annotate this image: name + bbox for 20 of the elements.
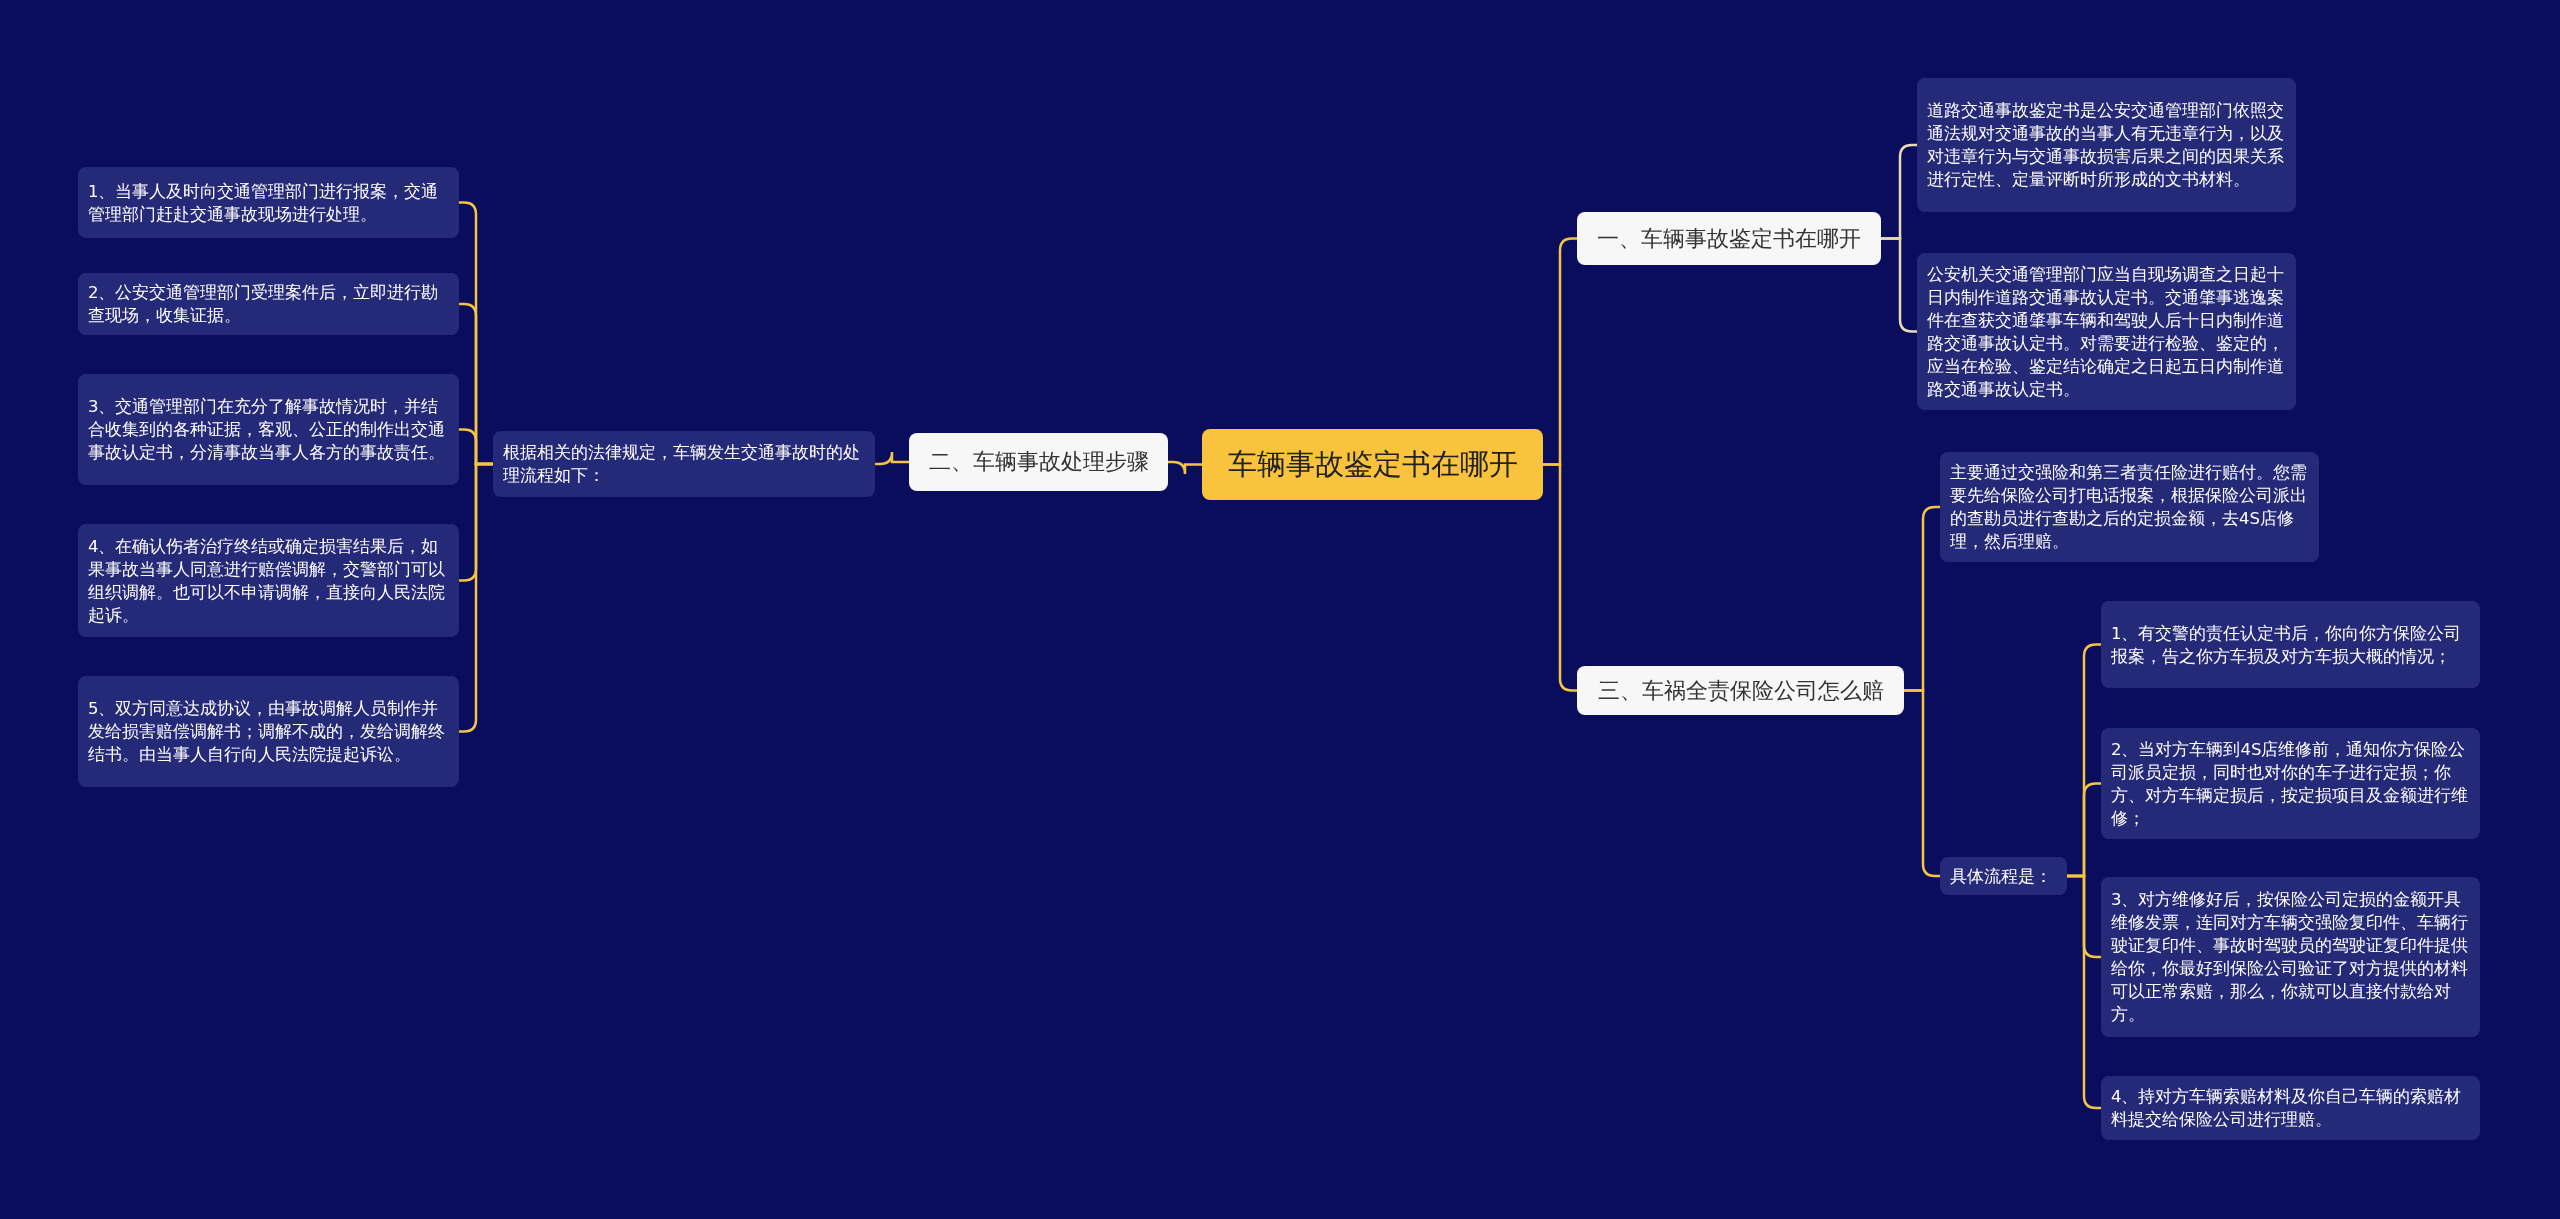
text-box: 1、当事人及时向交通管理部门进行报案，交通管理部门赶赴交通事故现场进行处理。 [78,167,459,238]
text-box: 根据相关的法律规定，车辆发生交通事故时的处理流程如下： [493,431,875,497]
text-box: 4、持对方车辆索赔材料及你自己车辆的索赔材料提交给保险公司进行理赔。 [2101,1076,2480,1140]
text-box: 3、对方维修好后，按保险公司定损的金额开具维修发票，连同对方车辆交强险复印件、车辆行驶证复印件、事故时驾驶员的驾驶证复印件提供给你，你最好到保险公司验证了对方提供的材料可以正常索赔，那么，你就可以直接付款给对方。 [2101,877,2480,1037]
text-box: 道路交通事故鉴定书是公安交通管理部门依照交通法规对交通事故的当事人有无违章行为，以及对违章行为与交通事故损害后果之间的因果关系进行定性、定量评断时所形成的文书材料。 [1917,78,2296,212]
text-box: 2、当对方车辆到4S店维修前，通知你方保险公司派员定损，同时也对你的车子进行定损；你方、对方车辆定损后，按定损项目及金额进行维修； [2101,728,2480,839]
connector-line [1168,460,1202,476]
text-box: 公安机关交通管理部门应当自现场调查之日起十日内制作道路交通事故认定书。交通肇事逃逸案件在查获交通肇事车辆和驾驶人后十日内制作道路交通事故认定书。对需要进行检验、鉴定的，应当在检验、鉴定结论确定之日起五日内制作道路交通事故认定书。 [1917,253,2296,410]
connector-line [875,450,909,466]
text-box: 主要通过交强险和第三者责任险进行赔付。您需要先给保险公司打电话报案，根据保险公司派出的查勘员进行查勘之后的定损金额，去4S店修理，然后理赔。 [1940,452,2319,562]
topic-box: 二、车辆事故处理步骤 [909,433,1168,491]
text-box: 1、有交警的责任认定书后，你向你方保险公司报案，告之你方车损及对方车损大概的情况； [2101,601,2480,688]
topic-box: 一、车辆事故鉴定书在哪开 [1577,212,1881,265]
text-box: 4、在确认伤者治疗终结或确定损害结果后，如果事故当事人同意进行赔偿调解，交警部门可以组织调解。也可以不申请调解，直接向人民法院起诉。 [78,524,459,637]
text-box: 2、公安交通管理部门受理案件后，立即进行勘查现场，收集证据。 [78,273,459,335]
central-topic-box: 车辆事故鉴定书在哪开 [1202,429,1543,500]
text-box: 3、交通管理部门在充分了解事故情况时，并结合收集到的各种证据，客观、公正的制作出交通事故认定书，分清事故当事人各方的事故责任。 [78,374,459,485]
text-box: 具体流程是： [1940,857,2067,895]
text-box: 5、双方同意达成协议，由事故调解人员制作并发给损害赔偿调解书；调解不成的，发给调解终结书。由当事人自行向人民法院提起诉讼。 [78,676,459,787]
topic-box: 三、车祸全责保险公司怎么赔 [1577,666,1904,715]
